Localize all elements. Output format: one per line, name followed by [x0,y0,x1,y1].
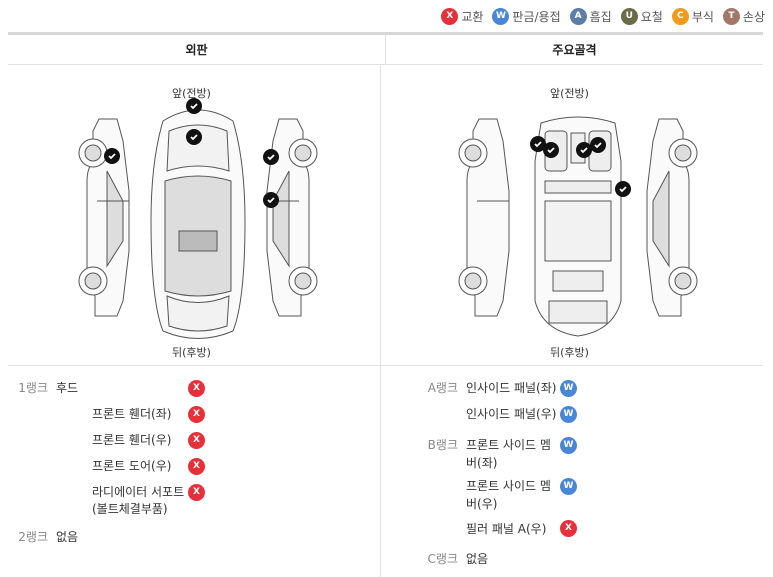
exterior-front-label: 앞(전방) [172,87,211,100]
frame-rear-label: 뒤(후방) [550,346,589,359]
exterior-car-diagram [78,109,318,339]
part-radiator-support: 라디에이터 서포트 [92,485,185,499]
front-side-member-left-marker[interactable] [543,142,559,158]
rank-label: 2랭크 [18,530,48,544]
table-header: 외판 주요골격 [8,35,763,65]
legend-c-icon: C [671,8,689,25]
door-right-exchange-icon: X [188,458,205,475]
right-fender-marker[interactable] [263,149,279,165]
legend-x-icon: X [441,8,459,25]
fender-right-exchange-icon: X [188,432,205,449]
part-inside-panel-left: 인사이드 패널(좌) [466,381,557,395]
part-hood: 후드 [56,381,79,395]
legend-t-icon: T [722,8,740,25]
rank2-none: 없음 [56,530,79,544]
exterior-rank2-row: 2랭크 없음 [8,528,78,546]
frame-car-diagram [458,116,698,337]
left-fender-marker[interactable] [104,148,120,164]
inspection-table: 외판 주요골격 앞(전방) 뒤(후방) 앞(전방) 뒤(후방) [8,32,763,577]
exterior-rank1-row: 1랭크 후드 [8,379,78,397]
part-front-door-right: 프론트 도어(우) [92,459,172,473]
side-member-left-weld-icon: W [560,437,577,454]
part-front-side-member-left-cont: 버(좌) [466,456,498,470]
front-side-member-right-marker[interactable] [576,142,592,158]
frame-rankB-row: B랭크 프론트 사이드 멤 [378,436,551,454]
side-member-right-weld-icon: W [560,478,577,495]
inside-panel-left-weld-icon: W [560,380,577,397]
inside-panel-right-weld-icon: W [560,406,577,423]
header-exterior: 외판 [8,35,386,64]
legend-a-icon: A [569,8,587,25]
frame-rankA-row: A랭크 인사이드 패널(좌) [378,379,557,397]
part-front-fender-left: 프론트 휀더(좌) [92,407,172,421]
legend-u-icon: U [620,8,638,25]
radiator-exchange-icon: X [188,484,205,501]
legend-w-icon: W [492,8,510,25]
part-inside-panel-right: 인사이드 패널(우) [466,407,557,421]
rank-label: C랭크 [427,552,458,566]
hood-marker-top[interactable] [186,98,202,114]
rankC-none: 없음 [466,552,489,566]
pillar-panel-a-right-marker[interactable] [615,181,631,197]
right-front-door-marker[interactable] [263,192,279,208]
header-frame: 주요골격 [552,43,597,57]
part-front-side-member-right: 프론트 사이드 멤 [466,479,551,493]
part-pillar-panel-a-right: 필러 패널 A(우) [466,522,547,536]
part-front-side-member-right-cont: 버(우) [466,497,498,511]
row-divider [8,365,763,366]
hood-exchange-icon: X [188,380,205,397]
hood-marker[interactable] [186,129,202,145]
pillar-panel-exchange-icon: X [560,520,577,537]
rank-label: B랭크 [427,438,458,452]
part-front-fender-right: 프론트 휀더(우) [92,433,172,447]
rank-label: 1랭크 [18,381,48,395]
part-front-side-member-left: 프론트 사이드 멤 [466,438,551,452]
frame-rankC-row: C랭크 없음 [378,550,489,568]
inside-panel-right-marker[interactable] [590,137,606,153]
inside-panel-left-marker[interactable] [530,136,546,152]
frame-front-label: 앞(전방) [550,87,589,100]
part-radiator-support-note: (볼트체결부품) [92,502,168,516]
fender-left-exchange-icon: X [188,406,205,423]
exterior-rear-label: 뒤(후방) [172,346,211,359]
rank-label: A랭크 [427,381,458,395]
column-divider [380,65,381,577]
